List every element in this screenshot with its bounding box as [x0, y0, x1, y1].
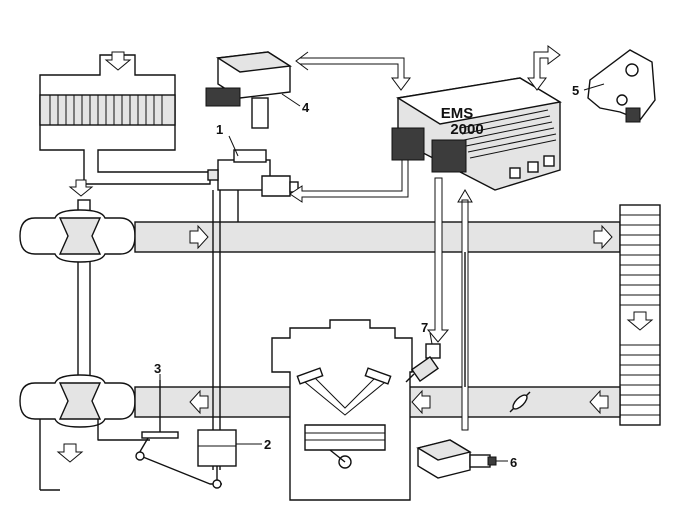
callout-label-7: 7 [421, 320, 428, 335]
signal-arrows [289, 45, 561, 431]
intake-pipe [134, 221, 621, 253]
callout-label-6: 6 [510, 455, 517, 470]
ems-label-line2: 2000 [450, 121, 483, 138]
flow-arrow-icon [411, 389, 431, 415]
flow-arrow-icon [189, 224, 209, 250]
flow-arrow-icon [626, 311, 654, 331]
callout-label-5: 5 [572, 83, 579, 98]
position-sensor [587, 49, 656, 123]
callout-leaders [159, 83, 605, 462]
wastegate-actuator [197, 429, 237, 484]
turbocharger [19, 199, 150, 491]
callout-label-4: 4 [302, 100, 310, 115]
knock-sensor [416, 439, 497, 479]
ems-control-unit: EMS 2000 [391, 77, 562, 191]
callout-label-1: 1 [216, 122, 223, 137]
callout-label-3: 3 [154, 361, 161, 376]
fuel-injector [405, 343, 441, 383]
air-filter-housing [39, 51, 211, 197]
ems-label-line1: EMS [441, 105, 474, 122]
boost-control-valve [207, 149, 299, 470]
wastegate-linkage [135, 380, 222, 489]
intercooler [619, 204, 661, 426]
engine-cylinder [271, 319, 413, 501]
throttle-valve [509, 391, 531, 413]
flow-arrow-icon [189, 389, 209, 415]
exhaust-outlet-arrow-icon [56, 443, 84, 463]
callout-label-2: 2 [264, 437, 271, 452]
flow-arrow-icon [68, 179, 94, 197]
flow-arrow-icon [589, 389, 609, 415]
air-inlet-arrow-icon [104, 51, 132, 71]
flow-arrow-icon [593, 224, 613, 250]
pressure-sensor [205, 51, 293, 129]
